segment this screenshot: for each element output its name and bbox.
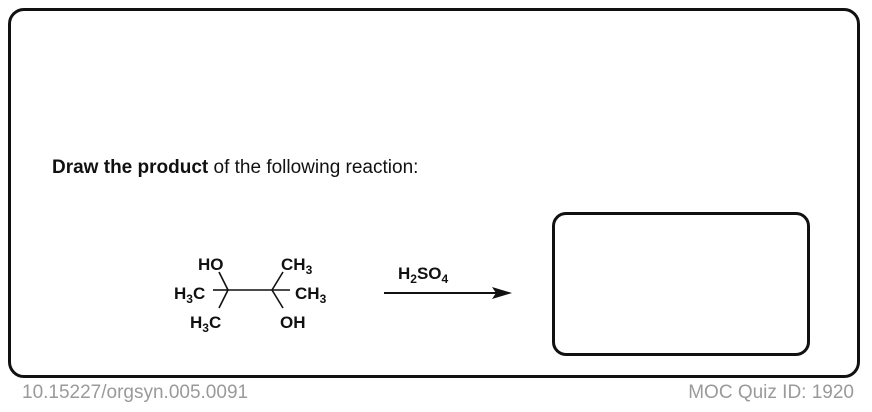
question-text: Draw the product of the following reacti…: [52, 157, 418, 179]
label-oh: OH: [280, 313, 306, 332]
label-h3c-bottom: H3C: [190, 313, 221, 335]
bond-c1-oh: [218, 271, 229, 291]
label-h3c-left: H3C: [174, 284, 205, 306]
question-rest: of the following reaction:: [208, 157, 419, 178]
reagent-label: H2SO4: [398, 264, 449, 286]
answer-drawing-box[interactable]: [552, 212, 810, 356]
reaction-arrow: [384, 287, 512, 299]
quiz-id: MOC Quiz ID: 1920: [688, 382, 854, 403]
doi-reference: 10.15227/orgsyn.005.0091: [22, 382, 249, 403]
bond-c1-ch3-bottom: [218, 289, 229, 309]
bond-c2-oh: [271, 289, 284, 309]
label-ho: HO: [198, 255, 224, 274]
label-ch3-top: CH3: [281, 255, 313, 277]
label-ch3-right: CH3: [295, 284, 327, 306]
bond-c2-ch3-top: [271, 271, 284, 291]
question-bold: Draw the product: [52, 157, 209, 178]
reactant-bonds: [213, 271, 290, 309]
